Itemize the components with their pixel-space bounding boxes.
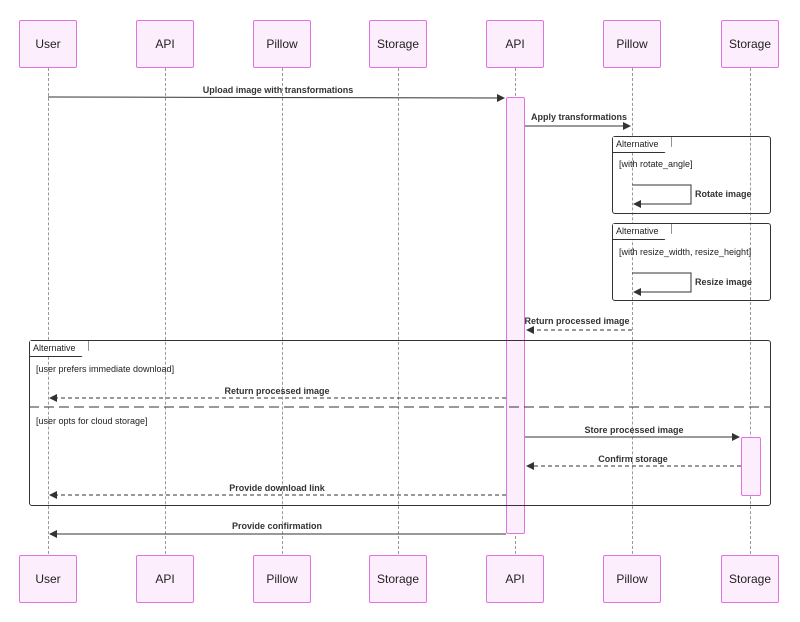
frame-rotate-alternative: Alternative [with rotate_angle] [612, 136, 771, 214]
lifeline-api-1 [165, 68, 166, 554]
actor-api2-top[interactable]: API [486, 20, 544, 68]
arrow-rotate [632, 184, 692, 208]
lifeline-storage-1 [398, 68, 399, 554]
frame-delivery-tag: Alternative [30, 341, 89, 357]
label-resize: Resize image [695, 277, 753, 287]
actor-user-top[interactable]: User [19, 20, 77, 68]
actor-storage-top[interactable]: Storage [369, 20, 427, 68]
label-apply: Apply transformations [530, 112, 628, 122]
actor-pillow2-top[interactable]: Pillow [603, 20, 661, 68]
actor-storage-bottom[interactable]: Storage [369, 555, 427, 603]
lifeline-pillow-1 [282, 68, 283, 554]
label-return-processed-1: Return processed image [524, 316, 630, 326]
frame-resize-alternative: Alternative [with resize_width, resize_h… [612, 223, 771, 301]
frame-rotate-condition: [with rotate_angle] [619, 159, 693, 169]
activation-storage [741, 437, 761, 496]
activation-api [506, 97, 525, 534]
arrow-upload [47, 93, 505, 102]
frame-resize-tag: Alternative [613, 224, 672, 240]
frame-delivery-alternative: Alternative [user prefers immediate down… [29, 340, 771, 506]
actor-api-bottom[interactable]: API [136, 555, 194, 603]
label-upload: Upload image with transformations [202, 85, 354, 95]
frame-resize-condition: [with resize_width, resize_height] [619, 247, 752, 257]
actor-api-top[interactable]: API [136, 20, 194, 68]
label-download-link: Provide download link [229, 483, 325, 493]
frame-delivery-condition-2: [user opts for cloud storage] [36, 416, 148, 426]
label-confirm-storage: Confirm storage [598, 454, 668, 464]
label-confirmation: Provide confirmation [231, 521, 323, 531]
actor-storage2-bottom[interactable]: Storage [721, 555, 779, 603]
actor-pillow-bottom[interactable]: Pillow [253, 555, 311, 603]
actor-pillow2-bottom[interactable]: Pillow [603, 555, 661, 603]
frame-delivery-condition-1: [user prefers immediate download] [36, 364, 175, 374]
actor-storage2-top[interactable]: Storage [721, 20, 779, 68]
label-store: Store processed image [584, 425, 684, 435]
label-return-processed-2: Return processed image [224, 386, 330, 396]
actor-user-bottom[interactable]: User [19, 555, 77, 603]
frame-rotate-tag: Alternative [613, 137, 672, 153]
arrow-resize [632, 272, 692, 296]
lifeline-user [48, 68, 49, 554]
actor-api2-bottom[interactable]: API [486, 555, 544, 603]
actor-pillow-top[interactable]: Pillow [253, 20, 311, 68]
lifeline-storage-2 [750, 68, 751, 554]
label-rotate: Rotate image [695, 189, 752, 199]
lifeline-pillow-2 [632, 68, 633, 554]
